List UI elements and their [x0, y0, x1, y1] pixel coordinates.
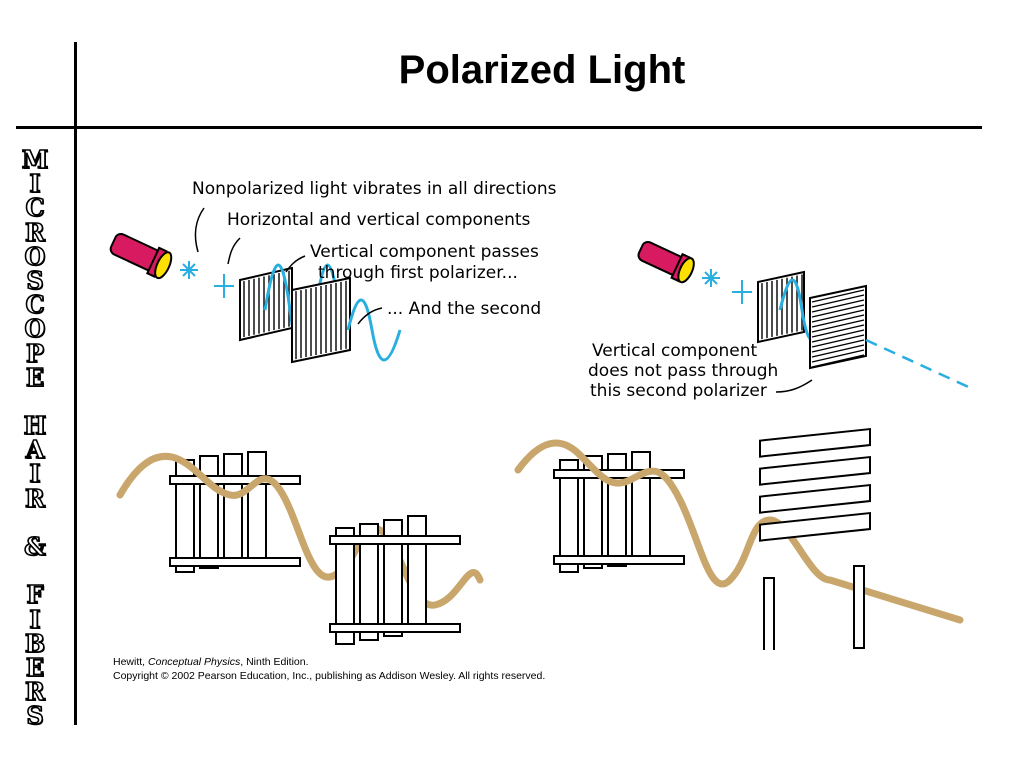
blocked-light-dashes	[865, 338, 976, 392]
label-components: Horizontal and vertical components	[227, 210, 531, 230]
label-blocked-2: does not pass through	[588, 361, 778, 381]
credit-author: Hewitt,	[113, 656, 149, 668]
sidebar-letter: S	[26, 701, 45, 731]
sidebar-letter: R	[24, 677, 46, 707]
sidebar-letter: I	[29, 459, 42, 489]
vertical-fence-2	[329, 515, 461, 645]
sidebar-letter: M	[21, 145, 49, 174]
vertical-fence-1	[169, 451, 301, 573]
label-blocked-3: this second polarizer	[590, 381, 767, 401]
slide-title: Polarized Light	[398, 48, 686, 92]
components-cross-icon-2	[732, 280, 752, 304]
sidebar-letter: R	[24, 217, 46, 247]
sidebar-letter: I	[29, 604, 42, 634]
sidebar-letter: F	[26, 580, 45, 610]
horizontal-fence	[759, 427, 871, 661]
components-cross-icon	[214, 274, 234, 298]
crossed-polarizer	[809, 284, 867, 370]
sidebar-letter: E	[25, 362, 45, 392]
sidebar-letter: O	[24, 314, 46, 344]
transmitted-wave	[346, 298, 402, 362]
sidebar-letter: E	[25, 652, 45, 682]
sidebar-letter: P	[25, 338, 45, 368]
nonpolarized-star-icon-2	[702, 269, 720, 287]
credit-book: Conceptual Physics	[148, 656, 241, 668]
label-blocked-1: Vertical component	[592, 341, 758, 361]
sidebar-letter: I	[29, 169, 42, 199]
credit-copyright: Copyright © 2002 Pearson Education, Inc.…	[113, 670, 546, 682]
polarization-figure: Nonpolarized light vibrates in all direc…	[100, 160, 1000, 661]
vertical-fence-3	[553, 451, 685, 573]
sidebar-letter: &	[23, 532, 46, 561]
flashlight-icon-2	[637, 240, 695, 284]
label-vertical-pass-1: Vertical component passes	[310, 242, 539, 262]
sidebar-letter: C	[25, 193, 46, 223]
sidebar-letter: S	[26, 265, 45, 295]
sidebar-letter: A	[25, 435, 45, 465]
sidebar-letter: B	[24, 628, 46, 658]
copyright-credit: Hewitt, Conceptual Physics, Ninth Editio…	[113, 655, 545, 683]
second-polarizer	[291, 276, 351, 364]
flashlight-icon	[109, 232, 173, 280]
sidebar-letter: O	[24, 241, 46, 271]
vertical-divider	[74, 42, 77, 725]
sidebar-letter: R	[24, 483, 46, 513]
label-second: ... And the second	[387, 299, 541, 319]
horizontal-divider	[16, 126, 982, 129]
label-vertical-pass-2: through first polarizer...	[318, 263, 518, 283]
label-nonpolarized: Nonpolarized light vibrates in all direc…	[192, 179, 557, 199]
nonpolarized-star-icon	[180, 261, 198, 279]
credit-edition: , Ninth Edition.	[240, 656, 309, 668]
sidebar-letter: C	[25, 290, 46, 320]
rope-2	[514, 439, 964, 624]
sidebar-letter: H	[23, 411, 47, 441]
